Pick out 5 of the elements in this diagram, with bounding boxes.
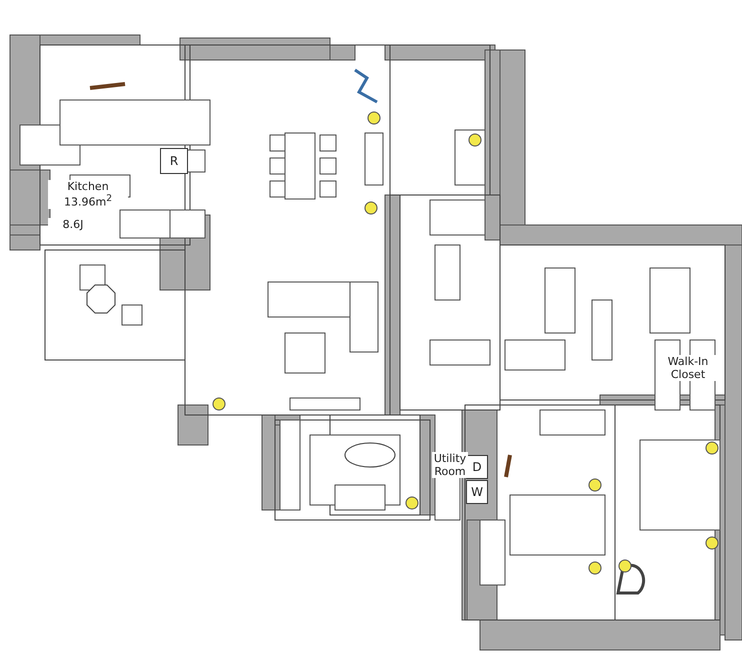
room-label: Kitchen 13.96m$^{2}$ (48, 180, 128, 210)
appliance-box: D (466, 455, 488, 479)
room-label: Utility Room (432, 452, 468, 478)
appliance-box: R (160, 148, 188, 174)
appliance-box: W (466, 480, 488, 504)
